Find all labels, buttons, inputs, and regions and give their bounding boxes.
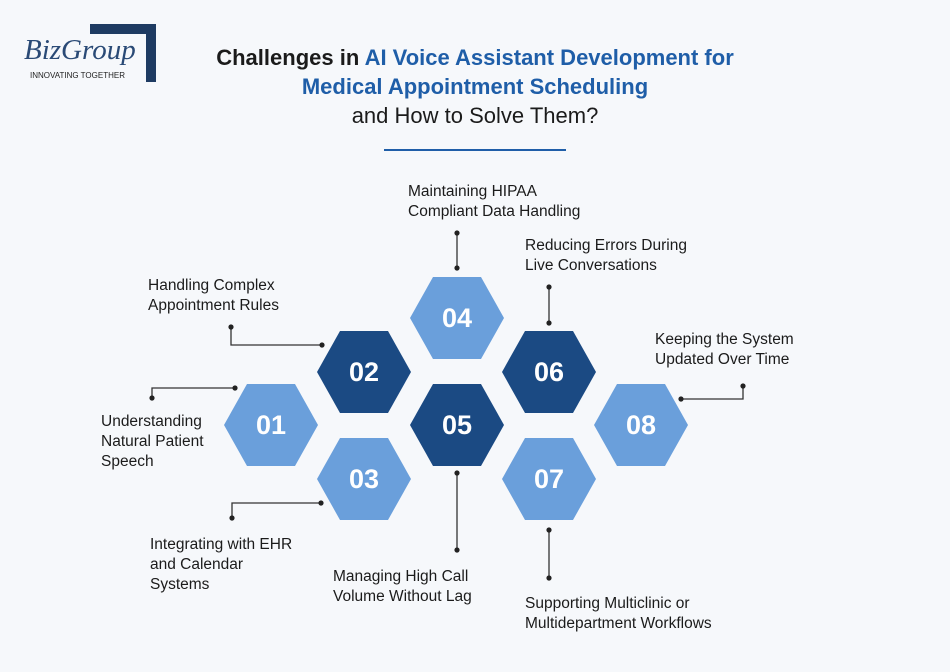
label-07: Supporting Multiclinic or Multidepartmen… [525,595,712,632]
connector-dot [546,527,552,533]
logo-brand: BizGroup [24,34,136,66]
connector-dot [454,470,460,476]
label-08: Keeping the System Updated Over Time [655,331,794,368]
connector-dot [229,515,235,521]
hexagon-02 [317,331,411,413]
hex-number-01: 01 [255,410,287,440]
connector-dot [740,383,746,389]
connector-08 [681,386,744,400]
connector-dot [318,500,324,506]
connector-dot [454,265,460,271]
connector-dot [319,342,325,348]
connector-dot [232,385,238,391]
hex-number-06: 06 [533,357,565,387]
connector-dot [149,395,155,401]
connector-03 [231,502,321,518]
connector-dot [546,320,552,326]
page-title: Challenges in AI Voice Assistant Develop… [150,43,800,130]
title-divider [384,149,566,151]
hexagon-03 [317,438,411,520]
hexagon-05 [410,384,504,466]
connector-dot [678,396,684,402]
label-05: Managing High Call Volume Without Lag [333,568,472,605]
hex-number-03: 03 [348,464,380,494]
connector-dot [454,547,460,553]
hexagon-01 [224,384,318,466]
connector-dot [454,230,460,236]
connector-dot [546,284,552,290]
hexagon-08 [594,384,688,466]
label-03: Integrating with EHR and Calendar System… [150,536,293,593]
hex-number-04: 04 [441,303,473,333]
label-04: Maintaining HIPAA Compliant Data Handlin… [408,183,581,220]
label-01: Understanding Natural Patient Speech [101,413,204,470]
hex-number-08: 08 [625,410,657,440]
hex-number-05: 05 [441,410,473,440]
connector-dot [546,575,552,581]
hexagon-04 [410,277,504,359]
logo-tagline: INNOVATING TOGETHER [30,71,125,80]
label-06: Reducing Errors During Live Conversation… [525,237,687,274]
hex-number-02: 02 [348,357,380,387]
connector-02 [230,327,322,346]
logo: BizGroup INNOVATING TOGETHER [20,24,160,84]
hexagon-06 [502,331,596,413]
title-line-1: Challenges in AI Voice Assistant Develop… [216,45,734,70]
title-line-2: Medical Appointment Scheduling [301,74,649,99]
hex-number-07: 07 [533,464,565,494]
logo-frame-bottom [146,24,156,82]
hexagon-07 [502,438,596,520]
connector-01 [151,387,235,398]
title-line-3: and How to Solve Them? [351,103,599,128]
label-02: Handling Complex Appointment Rules [148,277,279,314]
connector-dot [228,324,234,330]
